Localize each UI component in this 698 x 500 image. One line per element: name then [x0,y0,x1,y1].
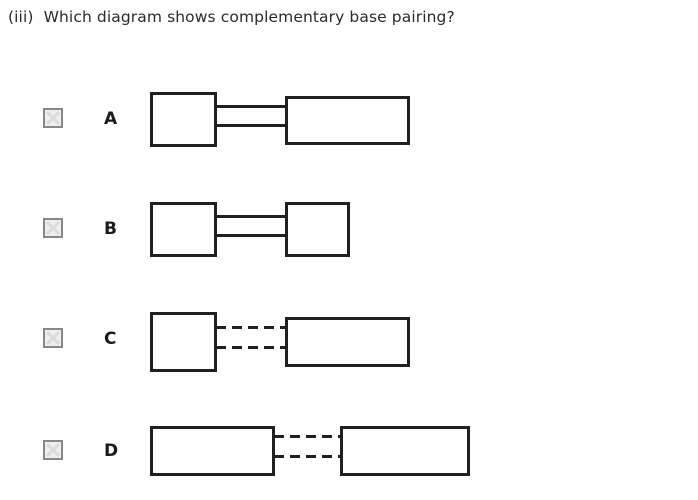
diagram-c-left-box [150,312,217,372]
checkbox-x-icon [45,110,61,126]
diagram-d-right-box [340,426,470,476]
option-letter-a: A [104,109,118,129]
diagram-c-connector-top [216,326,287,329]
question-text: (iii) Which diagram shows complementary … [8,8,455,26]
diagram-b-left-box [150,202,217,257]
option-letter-c: C [104,329,117,349]
diagram-c-right-box [285,317,410,367]
diagram-b-right-box [285,202,350,257]
checkbox-x-icon [45,330,61,346]
checkbox-option-b[interactable] [43,218,63,238]
option-letter-d: D [104,441,119,461]
option-row-a[interactable]: A [0,80,698,160]
diagram-d-left-box [150,426,275,476]
diagram-c-connector-bottom [216,346,287,349]
diagram-a-right-box [285,96,410,145]
option-row-b[interactable]: B [0,190,698,270]
option-row-c[interactable]: C [0,300,698,385]
diagram-a-connector-top [216,105,286,108]
diagram-b-connector-top [216,215,286,218]
diagram-a-connector-bottom [216,124,286,127]
checkbox-x-icon [45,442,61,458]
diagram-a-left-box [150,92,217,147]
checkbox-option-a[interactable] [43,108,63,128]
checkbox-option-c[interactable] [43,328,63,348]
checkbox-x-icon [45,220,61,236]
diagram-d-connector-top [274,435,342,438]
option-row-d[interactable]: D [0,412,698,500]
diagram-d-connector-bottom [274,455,342,458]
diagram-b-connector-bottom [216,234,286,237]
checkbox-option-d[interactable] [43,440,63,460]
option-letter-b: B [104,219,117,239]
